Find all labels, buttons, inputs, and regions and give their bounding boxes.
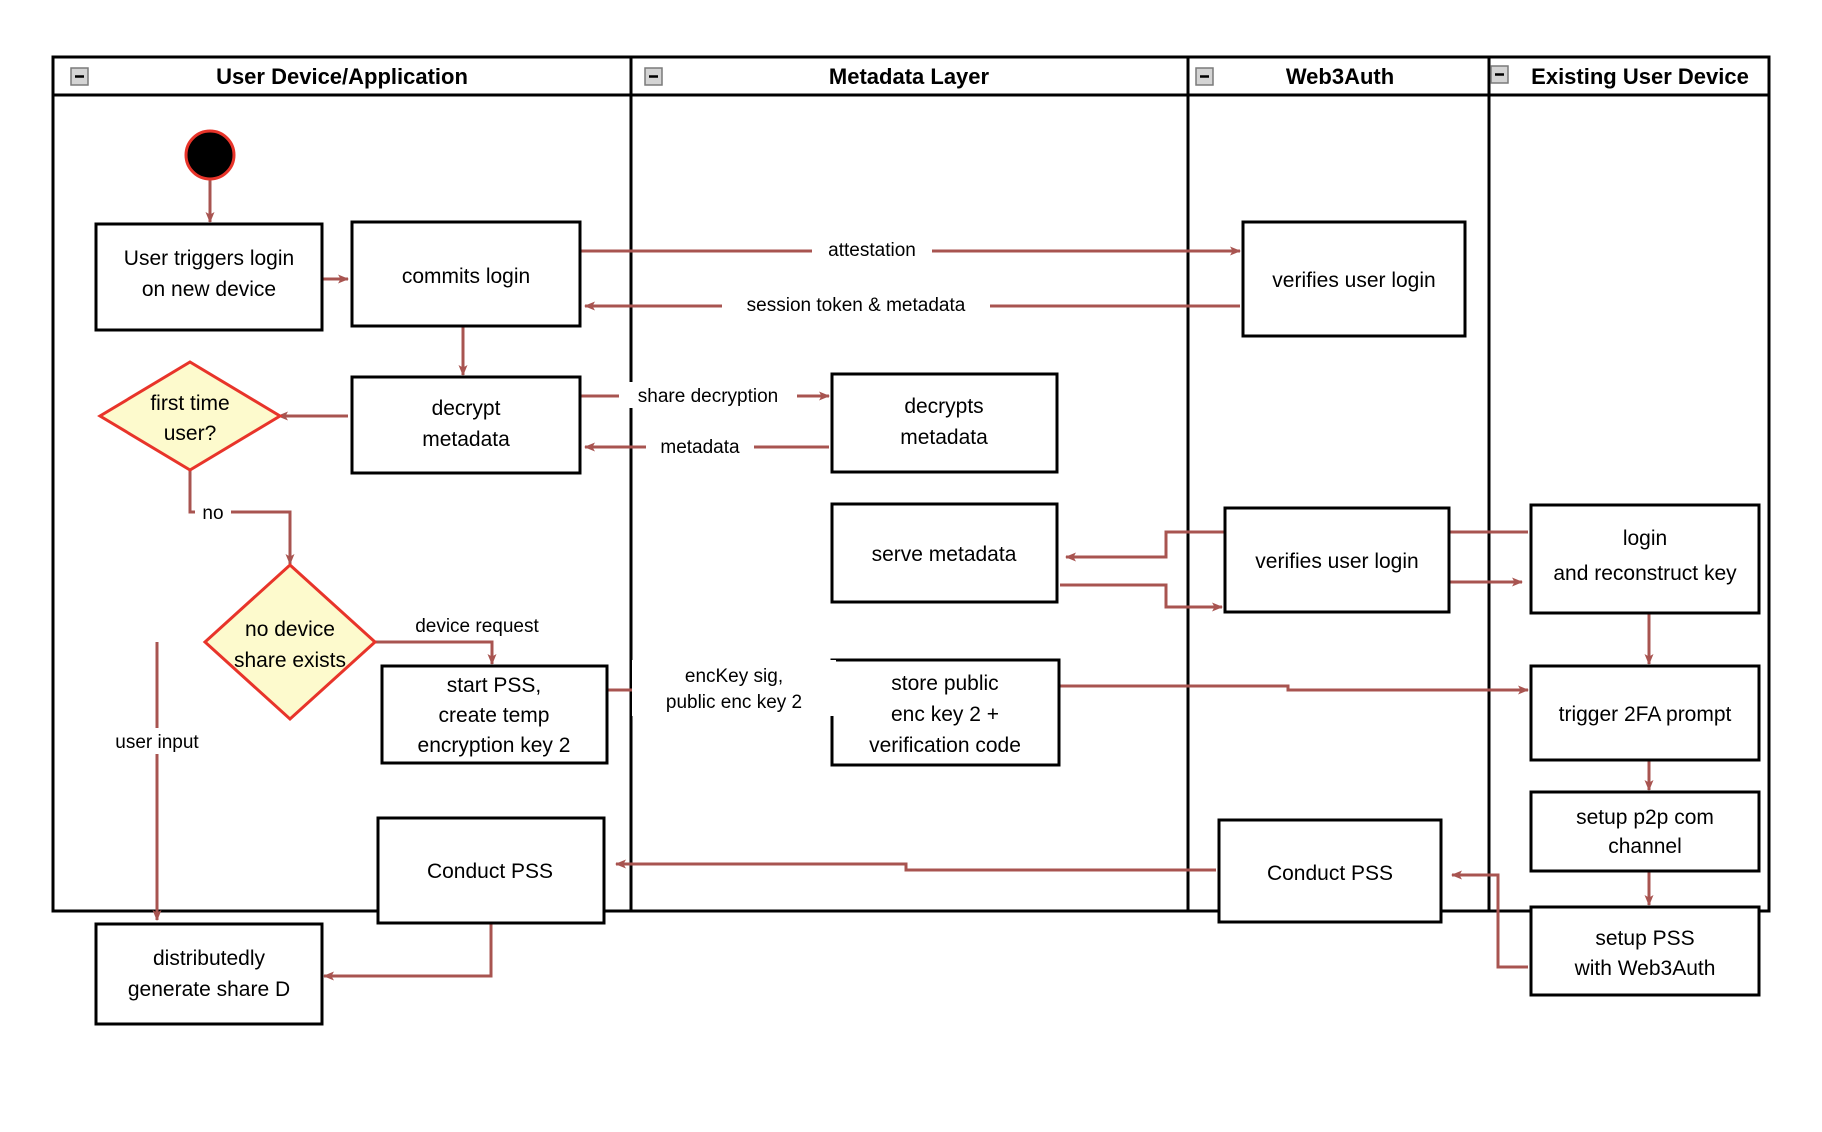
node-label-line: store public (891, 672, 998, 695)
node-conduct-pss-web3auth[interactable]: Conduct PSS (1217, 818, 1443, 924)
node-trigger-2fa[interactable]: trigger 2FA prompt (1529, 664, 1761, 762)
decision-first-time-user[interactable]: first time user? (97, 360, 283, 472)
node-login-reconstruct-key[interactable]: login and reconstruct key (1529, 503, 1761, 615)
edge-label-text: user input (115, 732, 199, 753)
node-label-line: metadata (422, 428, 510, 451)
node-decrypt-metadata[interactable]: decrypt metadata (350, 375, 582, 475)
node-label-line: encryption key 2 (418, 734, 571, 757)
edge-label-text: share decryption (638, 386, 778, 407)
flow-edges (152, 175, 1654, 981)
lane-title-metadata: Metadata Layer (829, 64, 990, 89)
node-label-line: setup PSS (1595, 927, 1694, 950)
node-label-line: User triggers login (124, 247, 294, 270)
edge-label-text: no (202, 503, 223, 524)
edge-no-to-no-device-share (188, 470, 295, 565)
node-commits-login[interactable]: commits login (350, 220, 582, 328)
lane-header-existing-device[interactable]: Existing User Device (1489, 57, 1769, 95)
edge-serve-metadata-to-verifies-login (1060, 583, 1223, 612)
node-user-triggers-login[interactable]: User triggers login on new device (94, 222, 324, 332)
lane-title-existing-device: Existing User Device (1531, 64, 1749, 89)
edge-conduct-pss-to-generate-share-d (323, 923, 493, 981)
decision-label-line: no device (245, 618, 335, 641)
edge-conduct-pss-web3auth-to-user (615, 859, 1216, 872)
node-start-pss[interactable]: start PSS, create temp encryption key 2 (380, 664, 609, 765)
edge-label-attestation: attestation (812, 236, 932, 262)
swimlane-frame (51, 55, 1771, 913)
node-label-line: trigger 2FA prompt (1559, 703, 1732, 726)
lane-header-user-device[interactable]: User Device/Application (53, 57, 631, 95)
edge-device-request (372, 640, 497, 665)
node-setup-pss-web3auth[interactable]: setup PSS with Web3Auth (1529, 905, 1761, 997)
edge-label-text: attestation (828, 240, 916, 261)
node-label-line: on new device (142, 278, 276, 301)
edge-label-text: public enc key 2 (666, 692, 802, 713)
node-label-line: channel (1608, 835, 1682, 858)
decision-label-line: first time (150, 392, 229, 415)
node-label-line: create temp (439, 704, 550, 727)
node-label-line: verification code (869, 734, 1021, 757)
decision-label-line: share exists (234, 649, 346, 672)
node-verifies-user-login-1[interactable]: verifies user login (1241, 220, 1467, 338)
node-label-line: verifies user login (1255, 550, 1418, 573)
edge-label-session-token: session token & metadata (722, 290, 990, 316)
node-serve-metadata[interactable]: serve metadata (830, 502, 1059, 604)
node-conduct-pss-user[interactable]: Conduct PSS (376, 816, 606, 925)
node-decrypts-metadata[interactable]: decrypts metadata (830, 372, 1059, 474)
lane-header-metadata[interactable]: Metadata Layer (631, 57, 1188, 95)
node-label-line: decrypt (432, 397, 501, 420)
minus-icon[interactable] (1195, 67, 1214, 86)
lane-header-web3auth[interactable]: Web3Auth (1188, 57, 1489, 95)
node-label-line: with Web3Auth (1574, 957, 1716, 980)
edge-label-text: metadata (660, 437, 740, 458)
edge-setup-pss-to-conduct-pss-web3auth (1451, 870, 1528, 969)
edge-label-no: no (195, 500, 231, 525)
decision-label-line: user? (164, 422, 217, 445)
lane-title-web3auth: Web3Auth (1286, 64, 1394, 89)
node-label-line: decrypts (904, 395, 983, 418)
edge-label-metadata: metadata (646, 433, 754, 459)
decision-no-device-share[interactable]: no device share exists (202, 562, 378, 722)
node-label-line: enc key 2 + (891, 703, 999, 726)
node-label-line: distributedly (153, 947, 266, 970)
edge-verifies-login-to-serve-metadata (1065, 530, 1228, 562)
minus-icon[interactable] (644, 67, 663, 86)
edge-label-user-input: user input (92, 728, 222, 754)
edge-label-device-request: device request (394, 612, 560, 638)
edge-label-text: device request (415, 616, 539, 637)
node-label-line: commits login (402, 265, 530, 288)
node-label-line: setup p2p com (1576, 806, 1714, 829)
node-store-public-enc-key[interactable]: store public enc key 2 + verification co… (830, 658, 1061, 767)
lane-title-user-device: User Device/Application (216, 64, 468, 89)
edge-store-key-to-trigger-2fa (1059, 684, 1529, 695)
node-label-line: start PSS, (447, 674, 542, 697)
node-label-line: Conduct PSS (1267, 862, 1393, 885)
node-label-line: metadata (900, 426, 988, 449)
node-label-line: Conduct PSS (427, 860, 553, 883)
minus-icon[interactable] (70, 67, 89, 86)
edge-label-share-decryption: share decryption (619, 382, 797, 408)
node-setup-p2p[interactable]: setup p2p com channel (1529, 790, 1761, 873)
node-verifies-user-login-2[interactable]: verifies user login (1223, 506, 1451, 614)
node-label-line: serve metadata (872, 543, 1017, 566)
node-distributedly-generate-share[interactable]: distributedly generate share D (94, 922, 324, 1026)
node-label-line: login (1623, 527, 1667, 550)
node-label-line: and reconstruct key (1553, 562, 1737, 585)
node-label-line: verifies user login (1272, 269, 1435, 292)
edge-label-enckey-sig: encKey sig, public enc key 2 (632, 660, 836, 716)
edge-label-text: encKey sig, (685, 666, 783, 687)
start-node[interactable] (184, 129, 236, 181)
node-label-line: generate share D (128, 978, 290, 1001)
edge-label-text: session token & metadata (747, 295, 966, 316)
minus-icon[interactable] (1490, 65, 1509, 84)
